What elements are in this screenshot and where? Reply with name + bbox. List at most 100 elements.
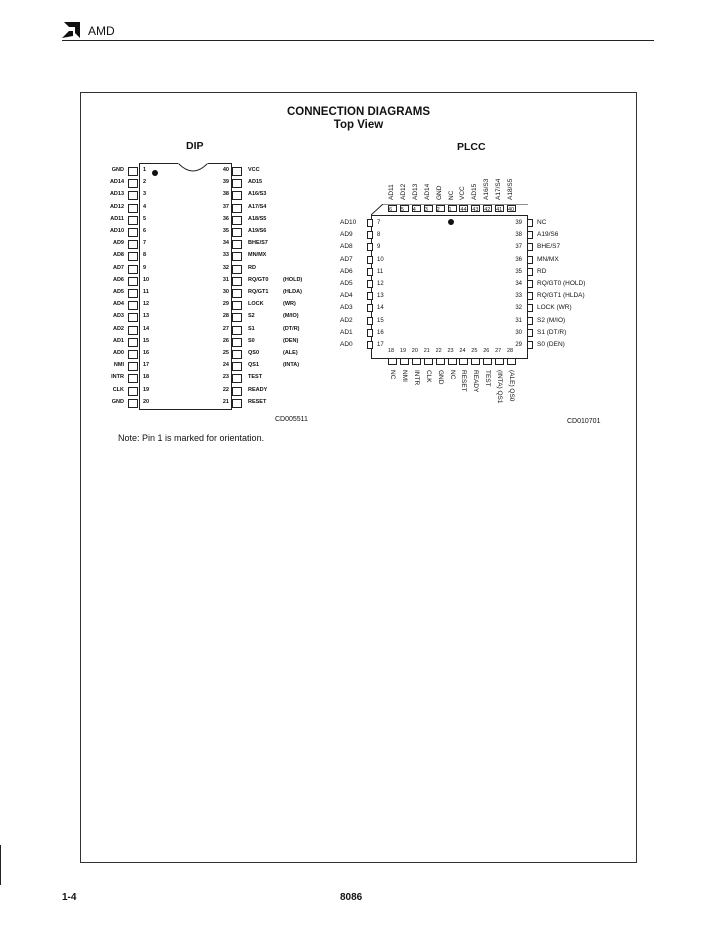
plcc-pin-number: 8 xyxy=(377,232,381,239)
plcc-pin-number: 3 xyxy=(424,207,428,213)
dip-package-body xyxy=(139,163,232,410)
dip-pin-number: 23 xyxy=(222,374,229,381)
dip-pin xyxy=(128,276,138,286)
plcc-pin xyxy=(367,255,373,264)
plcc-pin-number: 26 xyxy=(483,348,490,354)
plcc-pin xyxy=(399,205,409,212)
dip-pin xyxy=(232,228,242,237)
plcc-pin xyxy=(507,205,516,212)
dip-pin xyxy=(128,398,138,408)
dip-pin-number: 25 xyxy=(222,350,229,356)
plcc-pin xyxy=(367,304,373,313)
plcc-pin xyxy=(367,231,373,240)
dip-pin xyxy=(232,203,242,213)
dip-pin xyxy=(128,289,138,298)
dip-figure-code: CD005511 xyxy=(275,416,308,423)
amd-logo-icon xyxy=(62,22,80,38)
dip-pin-name: QS1 xyxy=(248,362,260,369)
plcc-pin-number: 43 xyxy=(472,207,479,213)
dip-pin xyxy=(128,264,138,274)
dip-pin-name: INTR xyxy=(111,374,124,381)
plcc-pin xyxy=(527,267,533,276)
dip-pin xyxy=(128,191,138,201)
dip-pin-name: GND xyxy=(111,167,124,173)
plcc-pin xyxy=(411,205,421,212)
dip-pin xyxy=(128,313,138,323)
plcc-pin-number: 25 xyxy=(471,348,478,354)
plcc-pin-number: 44 xyxy=(460,207,467,213)
plcc-pin-name: GND xyxy=(435,185,443,200)
plcc-pin-name: S1 (DT/R) xyxy=(537,328,567,336)
plcc-pin xyxy=(527,316,533,325)
plcc-pin-name: AD12 xyxy=(399,183,407,200)
dip-pin-number: 38 xyxy=(222,191,229,198)
dip-pin-name: AD11 xyxy=(110,215,124,222)
plcc-label: PLCC xyxy=(457,141,486,153)
dip-pin xyxy=(232,191,242,201)
plcc-pin-name: NC xyxy=(389,370,396,380)
plcc-pin xyxy=(459,205,469,212)
dip-pin-alt-function: (DT/R) xyxy=(283,325,300,332)
plcc-pin-number: 32 xyxy=(515,305,522,312)
plcc-pin-number: 18 xyxy=(388,348,395,354)
plcc-pin-name: AD6 xyxy=(340,267,353,275)
dip-pin-number: 17 xyxy=(143,362,150,369)
plcc-pin-name: BHE/S7 xyxy=(537,243,561,251)
dip-pin-number: 32 xyxy=(222,264,229,271)
dip-pin-name: RESET xyxy=(248,398,267,405)
plcc-pin-name: AD5 xyxy=(340,280,353,287)
dip-pin xyxy=(232,252,242,262)
plcc-pin xyxy=(367,341,373,349)
plcc-pin-number: 1 xyxy=(448,207,452,213)
plcc-pin xyxy=(367,292,373,301)
diagram-frame xyxy=(80,92,637,863)
dip-pin-name: AD0 xyxy=(112,350,124,356)
plcc-pin-number: 37 xyxy=(515,244,522,251)
dip-pin-number: 35 xyxy=(222,228,229,234)
dip-pin-number: 26 xyxy=(222,337,229,344)
plcc-package-body xyxy=(371,215,528,359)
dip-pin-number: 14 xyxy=(143,325,150,332)
dip-pin-name: NMI xyxy=(113,362,124,369)
plcc-pin-number: 11 xyxy=(377,268,384,275)
dip-pin xyxy=(232,276,242,286)
dip-pin-number: 39 xyxy=(222,179,229,186)
dip-pin-number: 1 xyxy=(143,167,147,173)
dip-pin-name: LOCK xyxy=(248,301,264,308)
dip-pin-name: AD7 xyxy=(112,264,124,271)
dip-pin-name: AD8 xyxy=(112,252,124,259)
plcc-pin-number: 28 xyxy=(507,348,514,354)
plcc-pin xyxy=(411,358,421,365)
dip-pin-name: AD6 xyxy=(112,276,124,283)
dip-pin xyxy=(232,362,242,372)
plcc-pin-number: 39 xyxy=(515,220,522,226)
dip-pin-alt-function: (WR) xyxy=(283,301,296,308)
plcc-pin-number: 40 xyxy=(508,207,515,213)
dip-pin-number: 40 xyxy=(222,167,229,173)
dip-pin-number: 18 xyxy=(143,374,150,381)
dip-pin-number: 27 xyxy=(222,325,229,332)
plcc-pin-name: AD2 xyxy=(340,316,353,324)
dip-pin xyxy=(128,215,138,225)
plcc-pin-number: 10 xyxy=(377,256,384,263)
plcc-pin-name: RD xyxy=(537,267,547,275)
plcc-pin xyxy=(527,280,533,288)
dip-pin-name: GND xyxy=(111,398,124,405)
plcc-pin xyxy=(527,243,533,252)
plcc-pin-name: A18/S5 xyxy=(507,178,514,200)
dip-pin-name: AD12 xyxy=(109,203,124,210)
dip-pin-number: 9 xyxy=(143,264,147,271)
plcc-pin-number: 24 xyxy=(459,348,466,354)
plcc-pin-number: 30 xyxy=(515,329,522,336)
plcc-pin-number: 38 xyxy=(515,232,522,239)
dip-pin-number: 2 xyxy=(143,179,147,186)
brand-name: AMD xyxy=(88,24,115,38)
dip-pin xyxy=(128,362,138,372)
dip-pin-number: 5 xyxy=(143,215,147,222)
plcc-pin-name: AD11 xyxy=(388,184,395,200)
dip-pin-alt-function: (INTA) xyxy=(283,362,300,369)
plcc-pin-number: 23 xyxy=(447,348,454,354)
dip-pin-number: 19 xyxy=(143,386,150,393)
plcc-pin xyxy=(495,358,505,365)
dip-pin-name: AD2 xyxy=(112,325,124,332)
